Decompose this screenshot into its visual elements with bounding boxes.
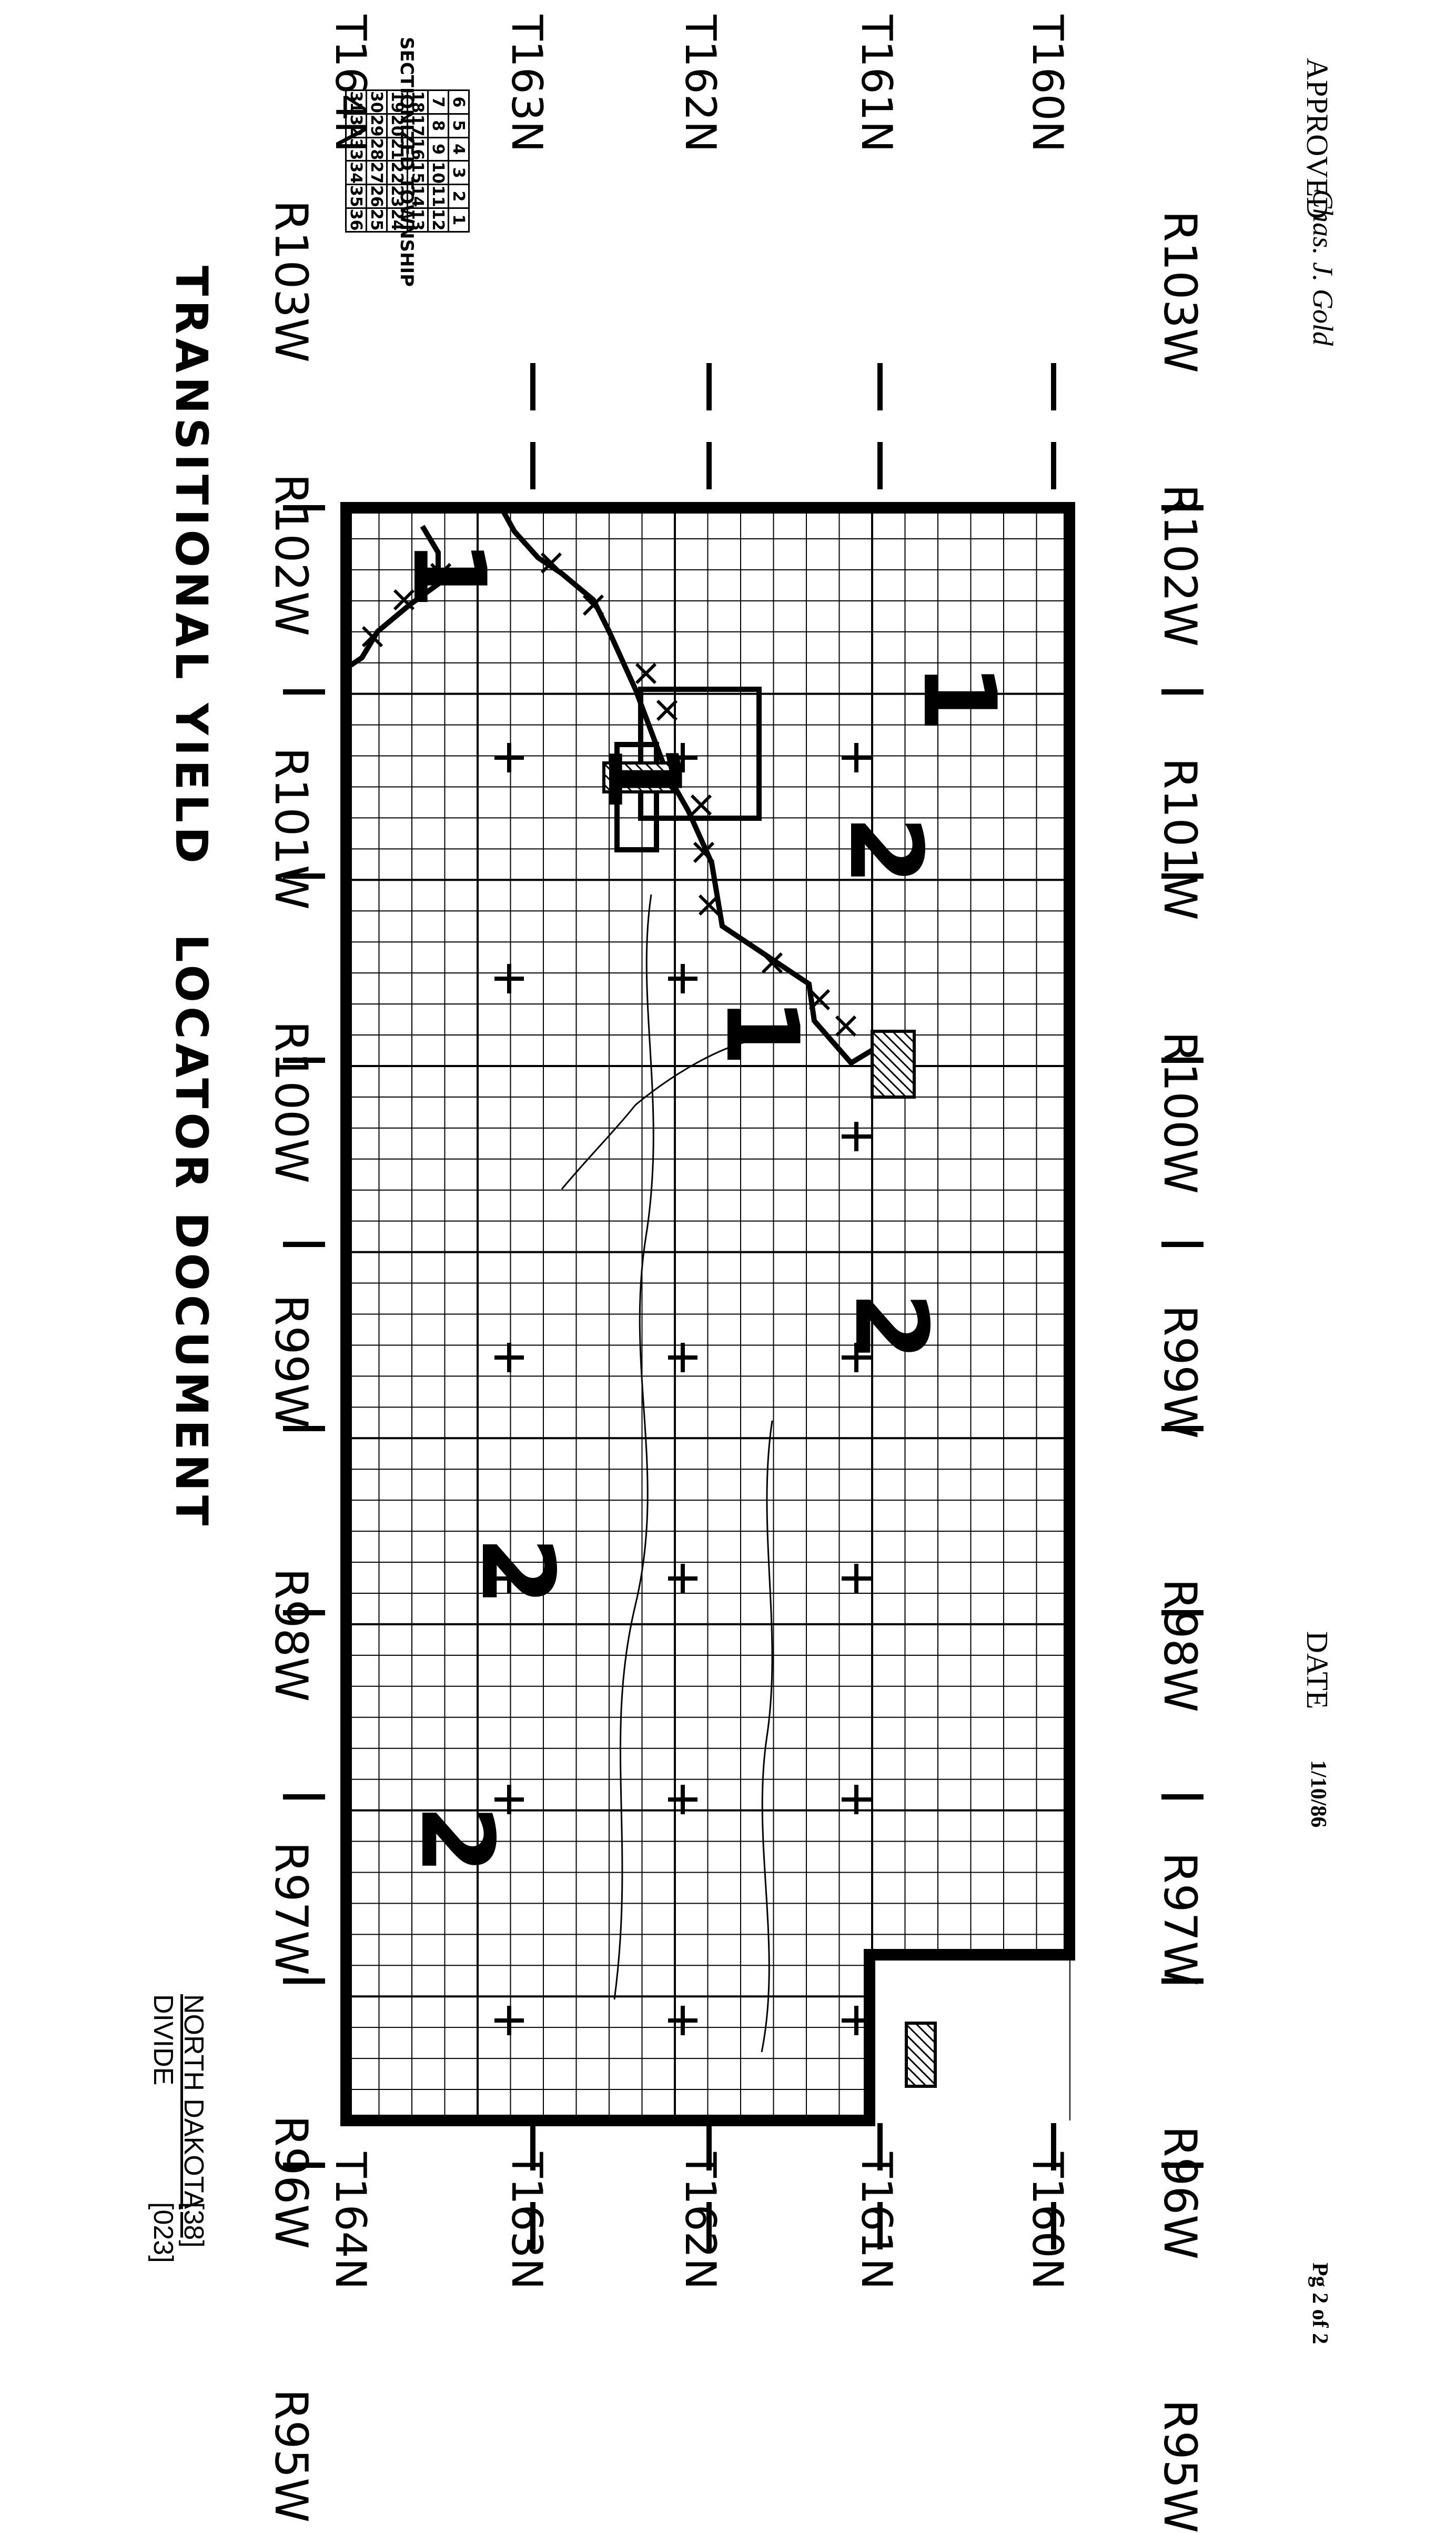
zone-label: 1: [704, 997, 820, 1067]
map-page: TRANSITIONAL YIELD LOCATOR DOCUMENT NORT…: [148, 15, 1339, 2533]
boundary-x-mark: [835, 1015, 857, 1037]
zone-box-2: [614, 742, 659, 852]
zone-label: 2: [459, 1536, 575, 1606]
county-boundary: [340, 502, 1075, 2126]
zone-label: 2: [399, 1805, 515, 1874]
county-notch: [869, 1955, 1069, 2128]
hatch-area-1: [602, 761, 674, 793]
boundary-x-mark: [693, 841, 715, 863]
zone-label: 1: [391, 539, 507, 609]
boundary-x-mark: [540, 552, 562, 574]
zone-label: 1: [901, 663, 1017, 732]
boundary-x-mark: [393, 589, 415, 611]
boundary-x-mark: [698, 894, 720, 916]
zone-box-1: [638, 687, 762, 821]
boundary-x-mark: [690, 794, 712, 816]
boundary-x-mark: [761, 952, 783, 974]
drainage-line: [613, 894, 654, 2000]
zone-label: 2: [833, 1292, 949, 1361]
boundary-x-mark: [361, 626, 383, 648]
boundary-x-mark: [808, 989, 831, 1011]
drainage-line: [561, 1041, 746, 1190]
boundary-x-mark: [635, 662, 657, 685]
drainage-line: [761, 1420, 773, 2053]
zone-label: 1: [585, 742, 702, 811]
boundary-x-mark: [582, 594, 604, 616]
hatch-area-3: [905, 2022, 937, 2088]
hatch-area-2: [871, 1030, 916, 1099]
boundary-x-mark: [430, 562, 452, 585]
zone-label: 2: [827, 816, 944, 885]
county-map: 1 1 1 1 2 2 2 2: [283, 363, 1204, 2263]
boundary-x-mark: [656, 699, 678, 721]
